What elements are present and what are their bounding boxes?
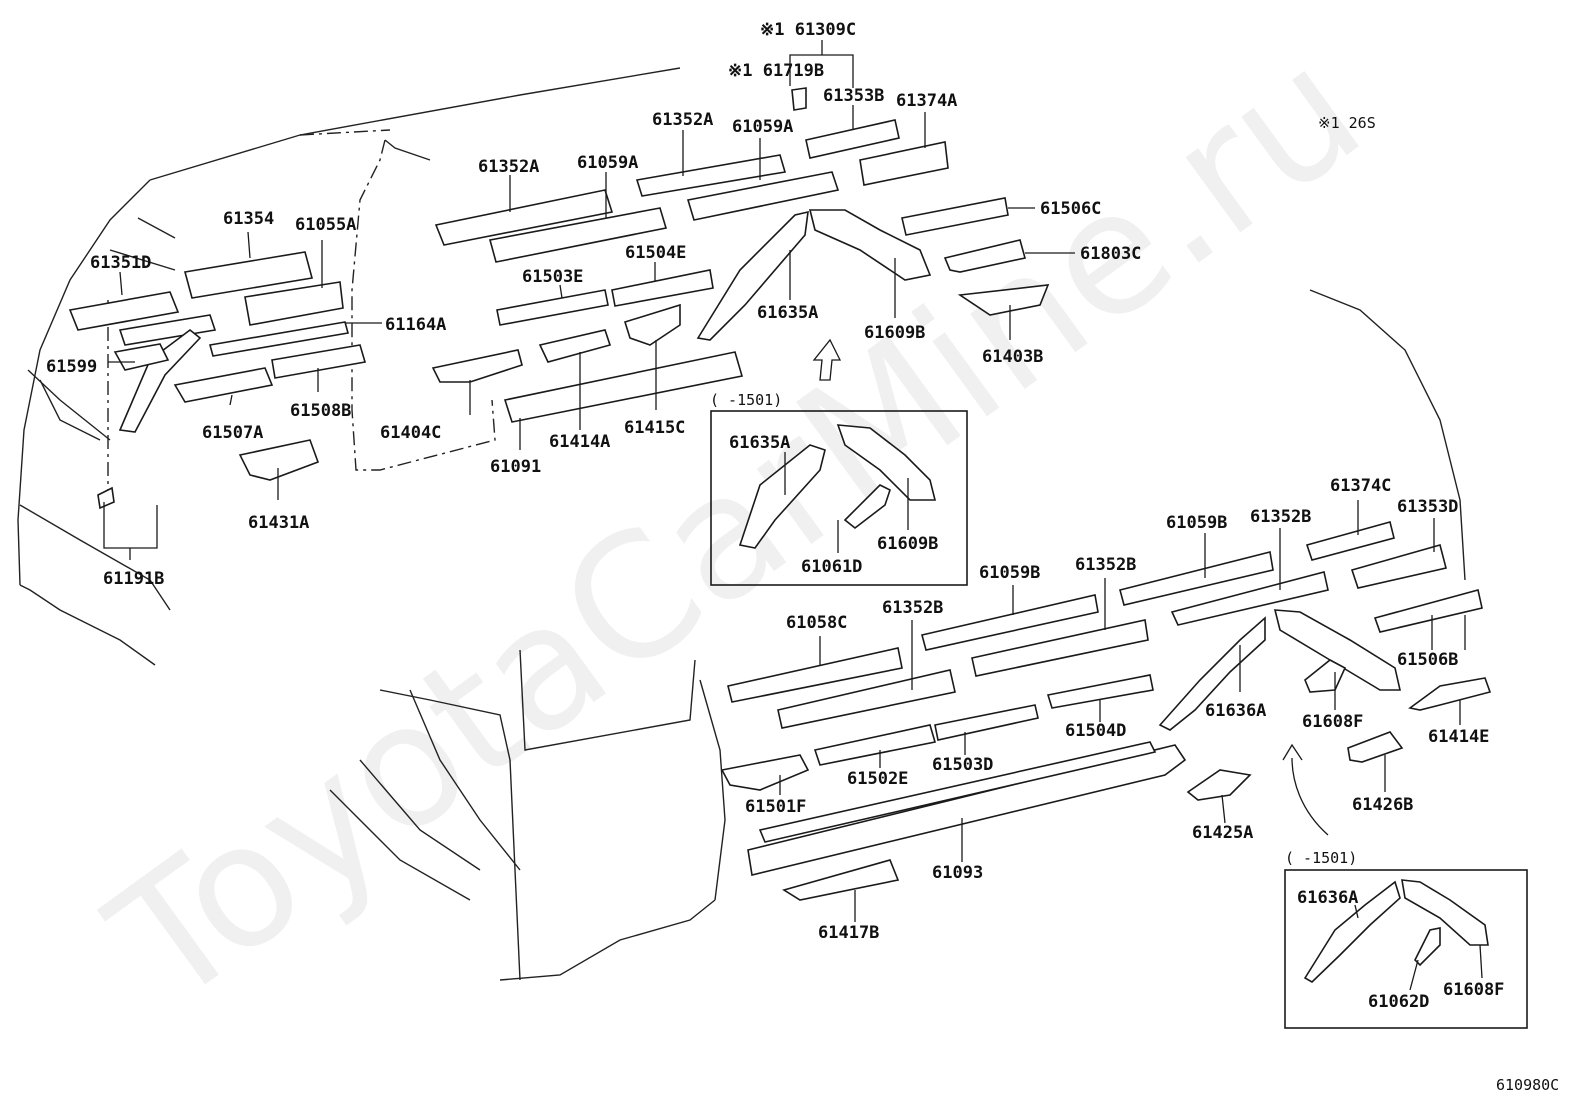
label-61635A-inset: 61635A [729, 433, 790, 453]
label-61062D: 61062D [1368, 992, 1429, 1012]
label-61374A: 61374A [896, 91, 957, 111]
label-61404C: 61404C [380, 423, 441, 443]
label-61354: 61354 [223, 209, 274, 229]
label-61058C: 61058C [786, 613, 847, 633]
label-61415C: 61415C [624, 418, 685, 438]
label-61508B: 61508B [290, 401, 351, 421]
label-61414E: 61414E [1428, 727, 1489, 747]
label-61352B-3: 61352B [882, 598, 943, 618]
vehicle-body-outline [17, 67, 1466, 981]
label-61351D: 61351D [90, 253, 151, 273]
label-61417B: 61417B [818, 923, 879, 943]
label-61608F: 61608F [1302, 712, 1363, 732]
label-61504E: 61504E [625, 243, 686, 263]
label-61503E: 61503E [522, 267, 583, 287]
label-61803C: 61803C [1080, 244, 1141, 264]
label-61059A-2: 61059A [732, 117, 793, 137]
label-61599: 61599 [46, 357, 97, 377]
label-61055A: 61055A [295, 215, 356, 235]
label-61352A-1: 61352A [478, 157, 539, 177]
label-61431A: 61431A [248, 513, 309, 533]
label-61507A: 61507A [202, 423, 263, 443]
label-61352A-2: 61352A [652, 110, 713, 130]
label-61091: 61091 [490, 457, 541, 477]
inset-label-2: ( -1501) [1285, 849, 1357, 867]
label-61506B: 61506B [1397, 650, 1458, 670]
label-61352B-1: 61352B [1250, 507, 1311, 527]
label-61059B-2: 61059B [979, 563, 1040, 583]
diagram-code: 610980C [1496, 1076, 1559, 1094]
label-61403B: 61403B [982, 347, 1043, 367]
label-61502E: 61502E [847, 769, 908, 789]
label-61353D: 61353D [1397, 497, 1458, 517]
inset-box-1 [710, 410, 968, 586]
label-61093: 61093 [932, 863, 983, 883]
parts-shapes [68, 87, 1492, 983]
label-61636A: 61636A [1205, 701, 1266, 721]
label-61353B: 61353B [823, 86, 884, 106]
label-61426B: 61426B [1352, 795, 1413, 815]
leader-lines [103, 40, 1483, 991]
label-61609B-inset: 61609B [877, 534, 938, 554]
label-61164A: 61164A [385, 315, 446, 335]
label-61059B-1: 61059B [1166, 513, 1227, 533]
label-61609B: 61609B [864, 323, 925, 343]
label-61501F: 61501F [745, 797, 806, 817]
note-61309C: ※1 61309C [760, 20, 856, 40]
label-61504D: 61504D [1065, 721, 1126, 741]
label-61506C: 61506C [1040, 199, 1101, 219]
label-61635A: 61635A [757, 303, 818, 323]
label-61059A-1: 61059A [577, 153, 638, 173]
inset-label-1: ( -1501) [710, 391, 782, 409]
label-61374C: 61374C [1330, 476, 1391, 496]
part-labels: 61351D 61354 61055A 61599 61164A 61507A … [46, 86, 1504, 1012]
label-61352B-2: 61352B [1075, 555, 1136, 575]
label-61414A: 61414A [549, 432, 610, 452]
label-61425A: 61425A [1192, 823, 1253, 843]
inset-box-2 [1284, 869, 1528, 1029]
label-61191B: 61191B [103, 569, 164, 589]
label-61636A-inset: 61636A [1297, 888, 1358, 908]
label-61061D: 61061D [801, 557, 862, 577]
label-61608F-inset: 61608F [1443, 980, 1504, 1000]
note-26S: ※1 26S [1318, 114, 1376, 132]
note-61719B: ※1 61719B [728, 61, 824, 81]
label-61503D: 61503D [932, 755, 993, 775]
